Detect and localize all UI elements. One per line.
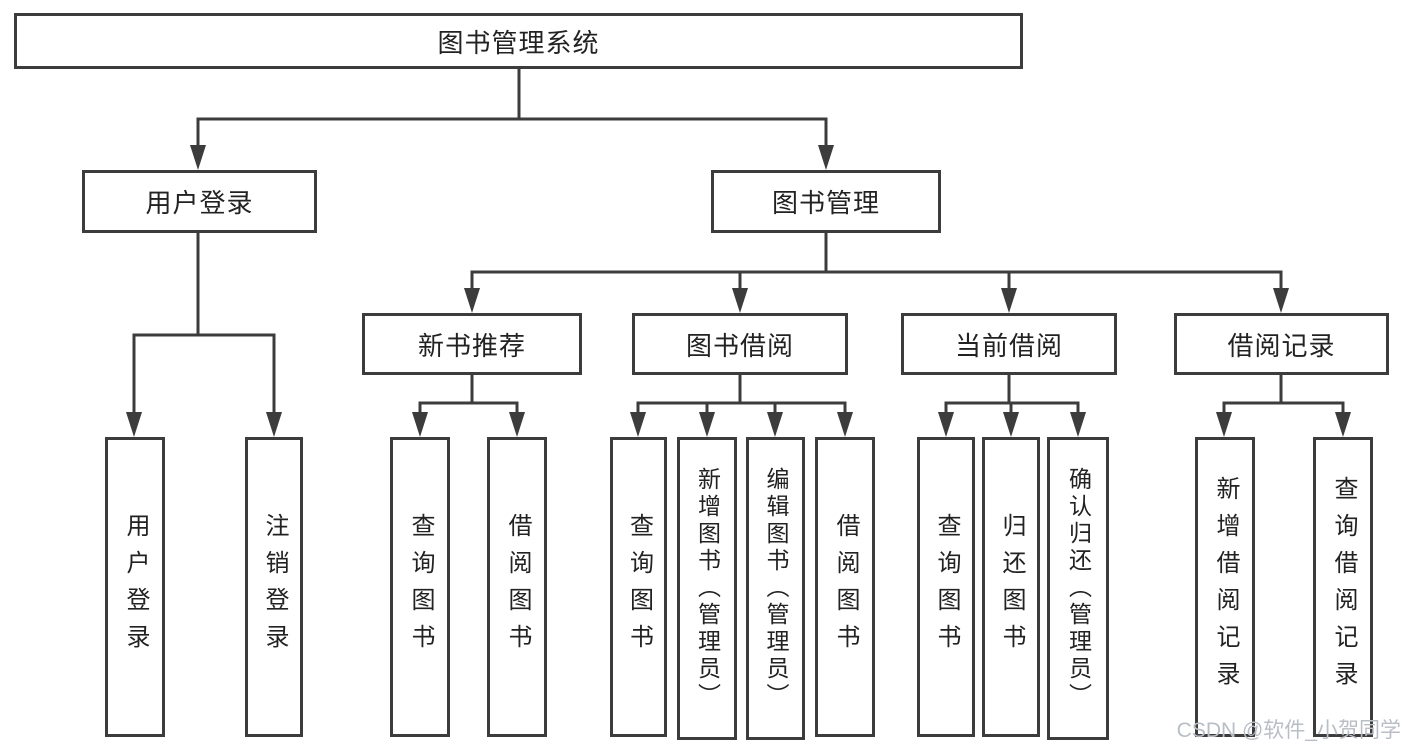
leaf-confirm-return-admin: 确认归还（管理员） [1047, 437, 1109, 740]
node-book-borrow-label: 图书借阅 [685, 330, 794, 361]
node-current-borrow: 当前借阅 [901, 313, 1117, 375]
node-current-borrow-label: 当前借阅 [954, 330, 1063, 361]
leaf-add-borrow-record-label: 新增借阅记录 [1212, 476, 1239, 698]
leaf-add-book-admin-label: 新增图书（管理员） [694, 467, 721, 710]
leaf-query-book-3-label: 查询图书 [933, 513, 960, 661]
leaf-return-book-label: 归还图书 [998, 513, 1025, 661]
leaf-borrow-book-2: 借阅图书 [815, 437, 875, 737]
node-root: 图书管理系统 [14, 13, 1023, 69]
leaf-add-borrow-record: 新增借阅记录 [1195, 437, 1255, 737]
node-borrow-records-label: 借阅记录 [1227, 330, 1336, 361]
leaf-borrow-book-2-label: 借阅图书 [832, 513, 859, 661]
node-book-management-label: 图书管理 [771, 188, 880, 218]
leaf-return-book: 归还图书 [982, 437, 1040, 737]
leaf-logout: 注销登录 [245, 437, 303, 737]
node-borrow-records: 借阅记录 [1174, 313, 1389, 375]
leaf-edit-book-admin: 编辑图书（管理员） [746, 437, 805, 740]
node-user-login: 用户登录 [82, 170, 317, 233]
node-user-login-label: 用户登录 [145, 188, 254, 218]
leaf-query-book-1: 查询图书 [390, 437, 450, 737]
leaf-confirm-return-admin-label: 确认归还（管理员） [1065, 467, 1092, 710]
leaf-logout-label: 注销登录 [261, 513, 288, 661]
leaf-query-book-2: 查询图书 [610, 437, 667, 737]
leaf-query-book-2-label: 查询图书 [625, 513, 653, 661]
leaf-query-borrow-record-label: 查询借阅记录 [1330, 476, 1357, 698]
node-book-borrow: 图书借阅 [632, 313, 848, 375]
leaf-user-login: 用户登录 [105, 437, 165, 737]
leaf-query-book-3: 查询图书 [917, 437, 975, 737]
leaf-edit-book-admin-label: 编辑图书（管理员） [763, 467, 789, 710]
node-new-book-recommend: 新书推荐 [362, 313, 582, 375]
node-root-label: 图书管理系统 [437, 27, 600, 58]
leaf-borrow-book-1: 借阅图书 [487, 437, 547, 737]
leaf-query-book-1-label: 查询图书 [407, 513, 434, 661]
leaf-query-borrow-record: 查询借阅记录 [1313, 437, 1373, 737]
csdn-watermark: CSDN @软件_小贺同学 [1176, 719, 1401, 742]
leaf-add-book-admin: 新增图书（管理员） [677, 437, 737, 740]
node-book-management: 图书管理 [711, 170, 941, 233]
leaf-borrow-book-1-label: 借阅图书 [504, 513, 531, 661]
node-new-book-recommend-label: 新书推荐 [417, 330, 526, 361]
leaf-user-login-label: 用户登录 [122, 513, 149, 661]
